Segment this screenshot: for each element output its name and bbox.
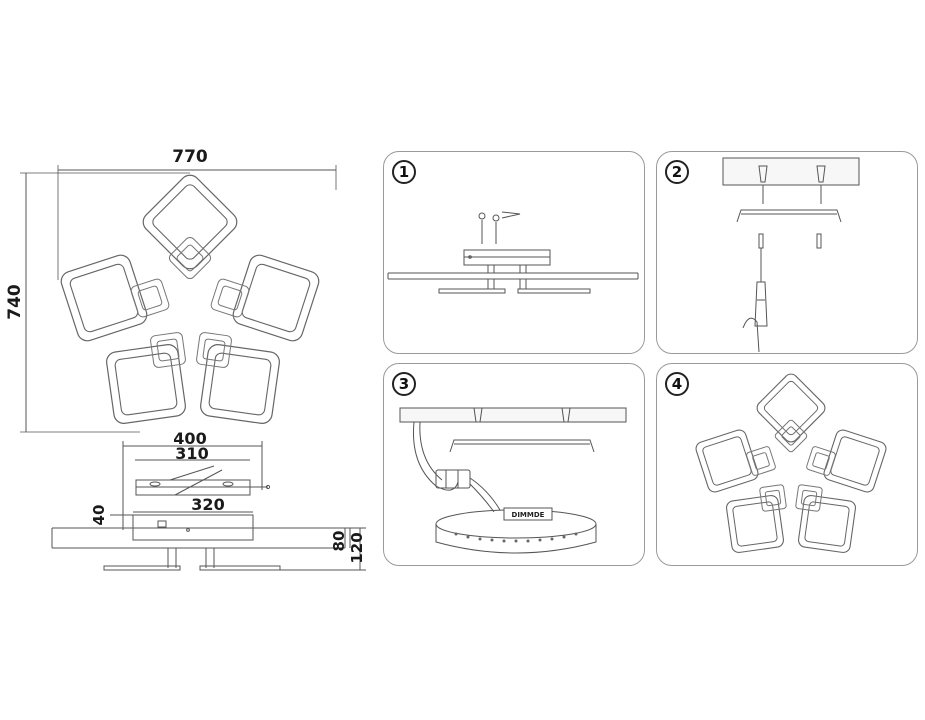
step-3-panel: 3 (383, 363, 645, 566)
step-3-number: 3 (392, 372, 416, 396)
step-2-illustration (722, 157, 860, 353)
dim-bracket-holes: 320 (191, 495, 224, 514)
dim-total-height: 120 (348, 532, 366, 563)
step-3-illustration: DIMMDE (399, 407, 627, 554)
driver-label: DIMMDE (512, 511, 545, 519)
dim-bracket-width: 400 (173, 429, 206, 448)
step-1-number: 1 (392, 160, 416, 184)
step-2-number: 2 (665, 160, 689, 184)
dim-bracket-inner: 310 (175, 444, 208, 463)
step-1-panel: 1 (383, 151, 645, 354)
dimension-drawing: 770 740 (5, 147, 366, 571)
fixture-side-view (51, 441, 366, 571)
dim-width-label: 770 (172, 147, 208, 167)
step-4-illustration (693, 370, 889, 554)
step-1-illustration (387, 211, 639, 294)
dim-profile-height: 80 (330, 531, 348, 552)
step-4-number: 4 (665, 372, 689, 396)
assembled-fixture (693, 370, 889, 554)
step-2-panel: 2 (656, 151, 918, 354)
dim-height-label: 740 (5, 284, 25, 320)
step-4-panel: 4 (656, 363, 918, 566)
dim-base-height: 40 (90, 505, 108, 526)
fixture-top-view (58, 170, 322, 426)
